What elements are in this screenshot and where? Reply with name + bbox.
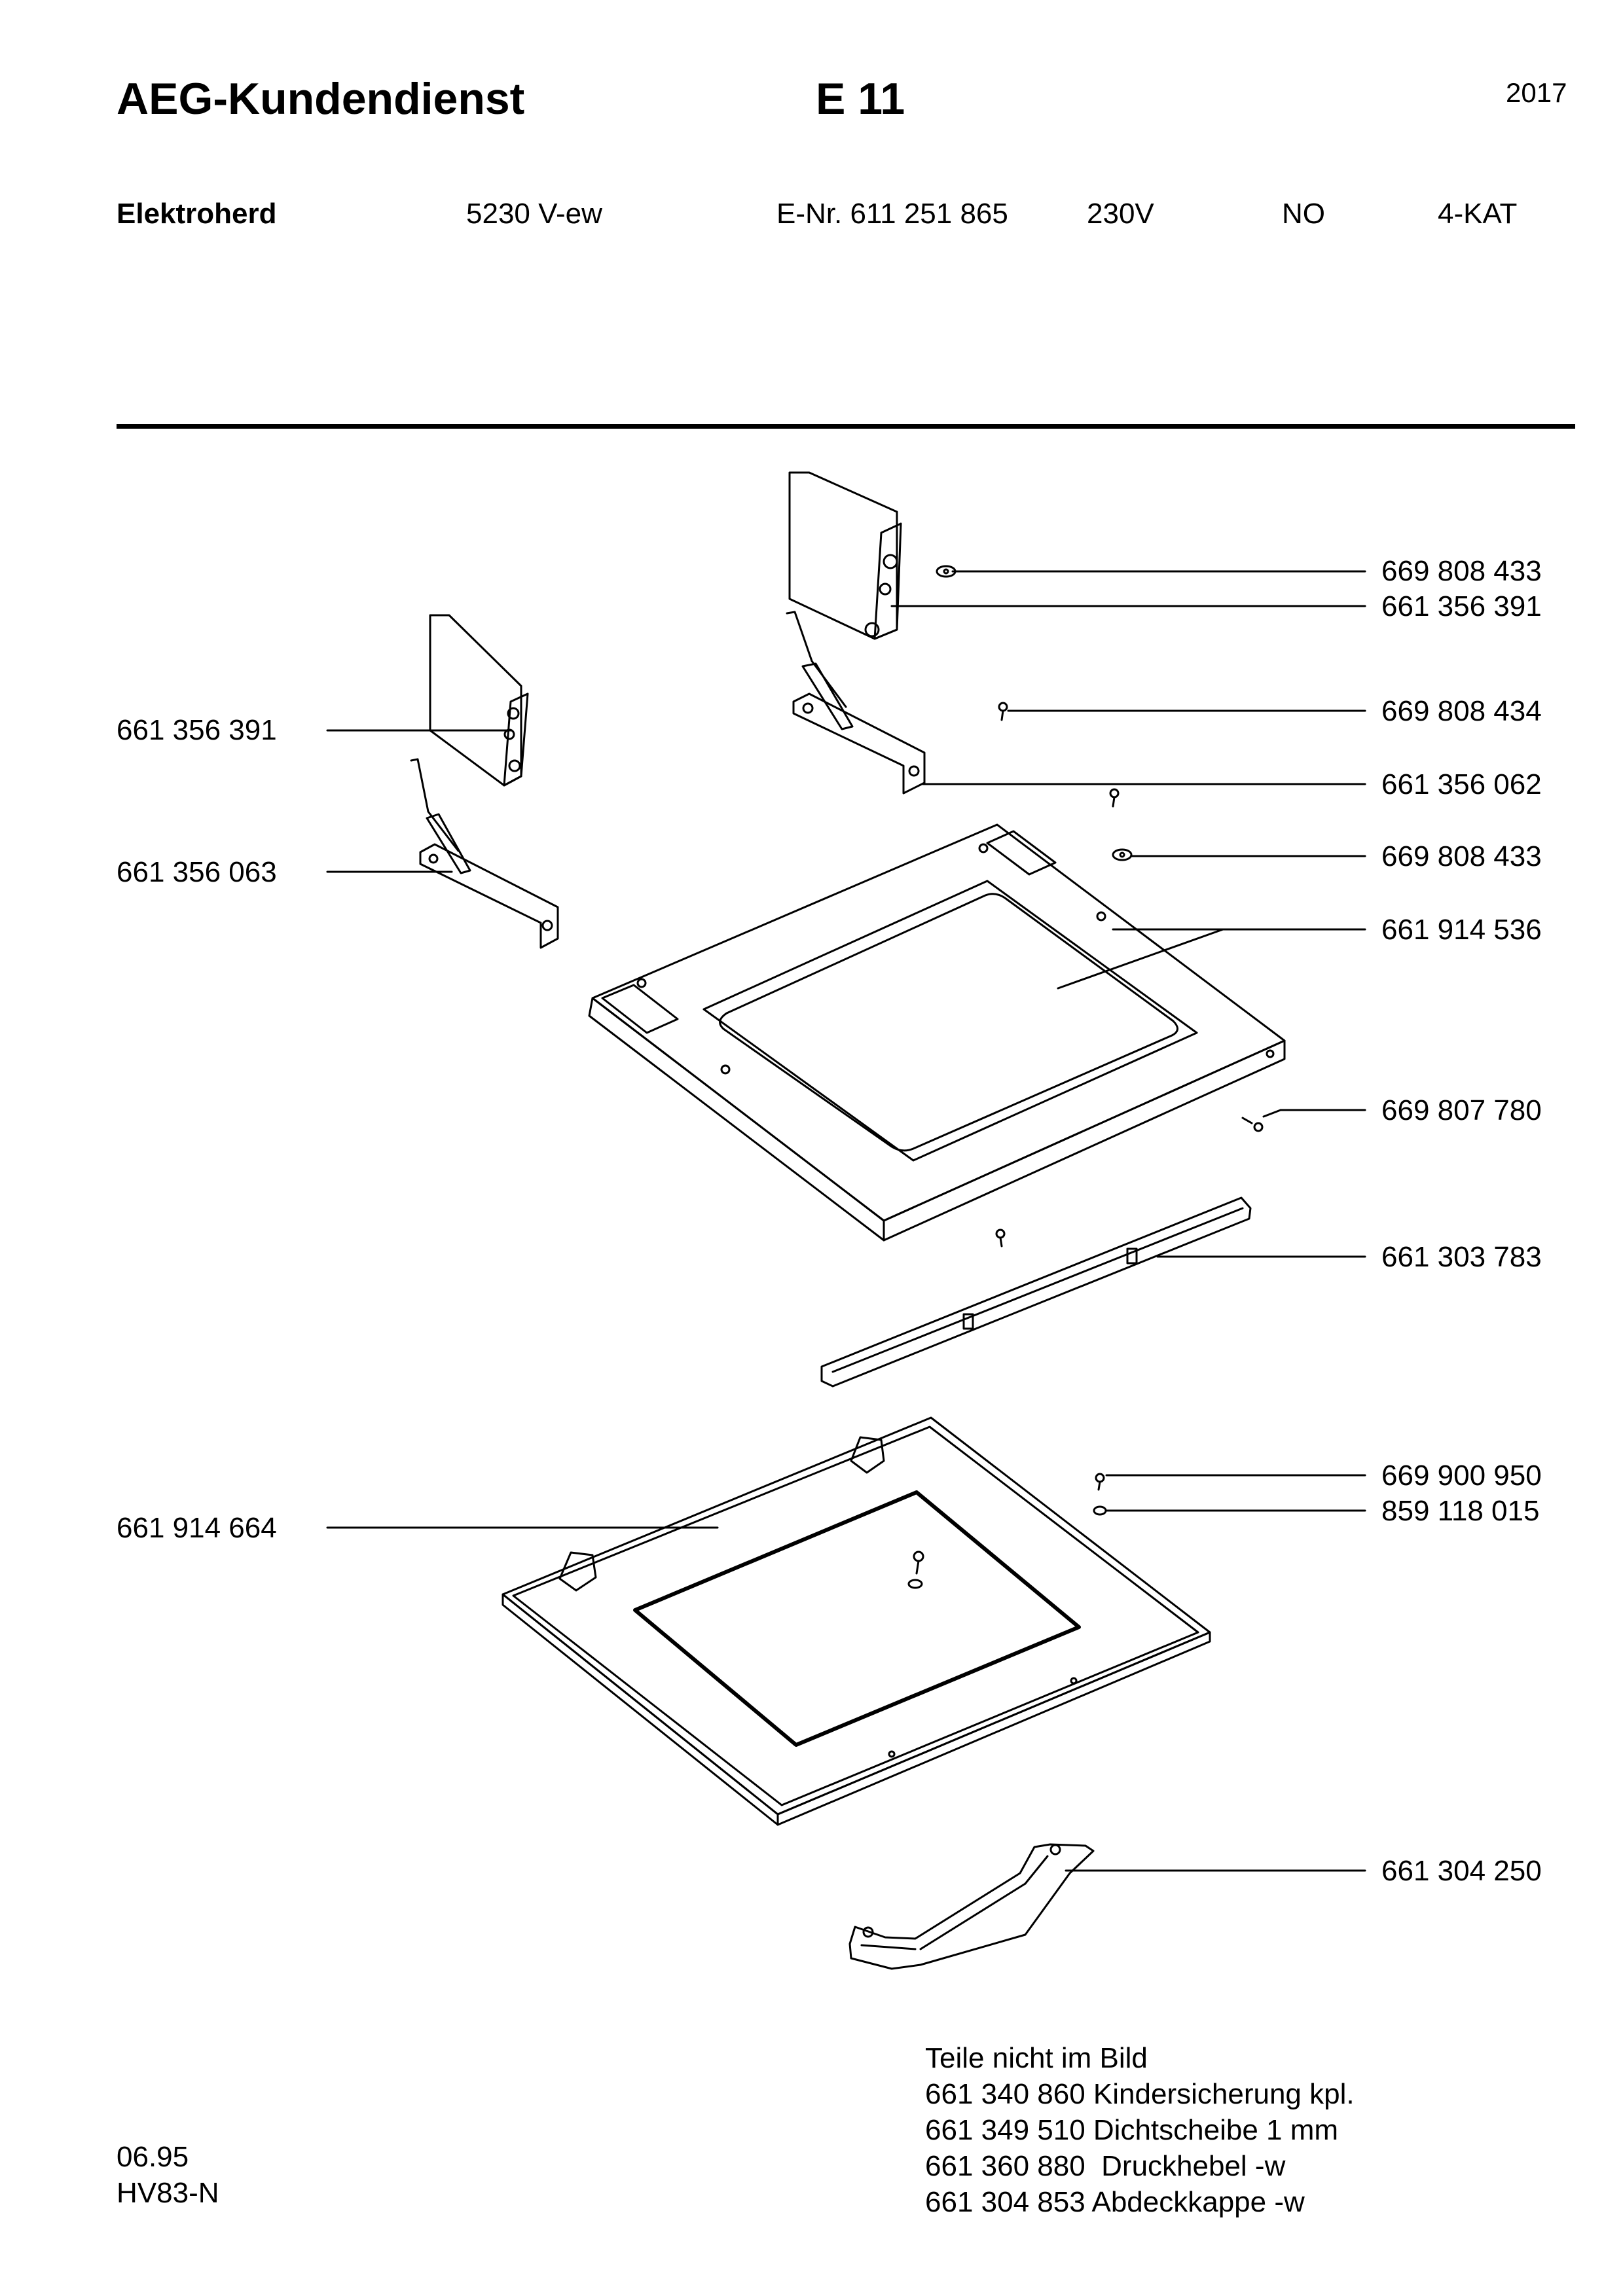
notes-item: 661 360 880 Druckhebel -w	[925, 2150, 1286, 2182]
screw-right	[1095, 1473, 1105, 1491]
part-label: 661 914 536	[1381, 914, 1542, 946]
hinge-cover-right	[788, 471, 902, 640]
parts-not-shown: Teile nicht im Bild 661 340 860 Kindersi…	[925, 2040, 1355, 2220]
screw-upper-1	[998, 702, 1008, 721]
part-label: 859 118 015	[1381, 1495, 1540, 1527]
profile-strip	[820, 1196, 1252, 1388]
part-label: 669 808 433	[1381, 840, 1542, 872]
footer: 06.95 HV83-N	[117, 2139, 219, 2211]
part-label: 661 356 391	[117, 714, 277, 746]
part-label: 669 807 780	[1381, 1094, 1542, 1126]
part-label: 661 304 250	[1381, 1855, 1542, 1887]
outer-door	[501, 1416, 1211, 1826]
part-label: 669 900 950	[1381, 1460, 1542, 1492]
hinge-cover-left	[429, 614, 529, 787]
header-rule	[117, 424, 1575, 429]
screw-frame-2	[995, 1229, 1006, 1247]
year: 2017	[1506, 77, 1567, 108]
notes-item: 661 349 510 Dichtscheibe 1 mm	[925, 2114, 1339, 2146]
hinge-right	[786, 611, 926, 795]
notes-title: Teile nicht im Bild	[925, 2042, 1148, 2074]
part-label: 661 356 391	[1381, 590, 1542, 622]
product-enr: E-Nr. 611 251 865	[776, 198, 1008, 230]
screw-upper-2	[1109, 788, 1120, 808]
door-screw	[913, 1551, 924, 1575]
hinge-left	[410, 758, 559, 949]
product-variant: 4-KAT	[1438, 198, 1518, 230]
leader-lines	[326, 570, 1366, 1872]
notes-item: 661 304 853 Abdeckkappe -w	[925, 2186, 1305, 2218]
part-label: 661 356 062	[1381, 768, 1542, 800]
washer-right	[1093, 1505, 1107, 1516]
footer-date: 06.95	[117, 2141, 189, 2173]
inner-door-frame	[588, 823, 1286, 1242]
brand-title: AEG-Kundendienst	[117, 74, 525, 124]
part-label: 661 914 664	[117, 1512, 277, 1544]
product-type: Elektroherd	[117, 198, 277, 230]
product-model: 5230 V-ew	[466, 198, 602, 230]
door-washer	[907, 1579, 923, 1589]
door-handle	[848, 1843, 1095, 1970]
product-country: NO	[1282, 198, 1325, 230]
part-label: 669 808 433	[1381, 555, 1542, 587]
part-label: 661 356 063	[117, 856, 277, 888]
part-label: 669 808 434	[1381, 695, 1542, 727]
product-voltage: 230V	[1087, 198, 1154, 230]
footer-code: HV83-N	[117, 2177, 219, 2209]
screw-frame	[1241, 1117, 1264, 1132]
page-code: E 11	[816, 74, 905, 124]
part-label: 661 303 783	[1381, 1241, 1542, 1273]
notes-item: 661 340 860 Kindersicherung kpl.	[925, 2078, 1355, 2110]
washer-upper-2	[1112, 848, 1133, 861]
